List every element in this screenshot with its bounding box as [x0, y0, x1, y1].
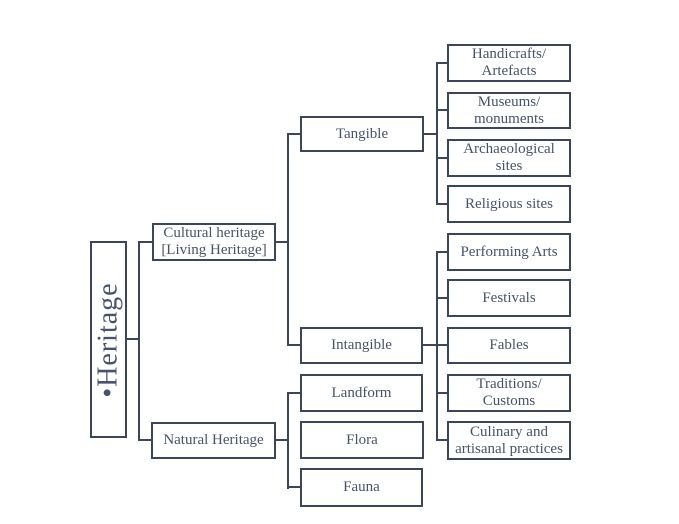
- node-handicrafts-artefacts: Handicrafts/ Artefacts: [447, 44, 571, 82]
- connector-line: [289, 392, 300, 394]
- connector-line: [289, 486, 300, 488]
- connector-line: [436, 251, 438, 441]
- connector-line: [438, 392, 447, 394]
- connector-line: [438, 109, 447, 111]
- connector-line: [438, 251, 447, 253]
- node-natural-heritage: Natural Heritage: [151, 422, 276, 459]
- connector-line: [438, 62, 447, 64]
- node-intangible: Intangible: [300, 327, 423, 364]
- connector-line: [289, 133, 300, 135]
- connector-line: [438, 344, 447, 346]
- connector-line: [140, 439, 151, 441]
- node-heritage-label: •Heritage: [92, 281, 124, 398]
- connector-line: [436, 62, 438, 205]
- node-heritage: •Heritage: [90, 241, 127, 438]
- connector-line: [289, 344, 300, 346]
- connector-line: [140, 241, 152, 243]
- node-landform: Landform: [300, 374, 423, 412]
- connector-line: [438, 203, 447, 205]
- connector-line: [138, 241, 140, 441]
- node-cultural-heritage: Cultural heritage [Living Heritage]: [152, 223, 276, 261]
- node-culinary-artisanal-practices: Culinary and artisanal practices: [447, 421, 571, 460]
- node-traditions-customs: Traditions/ Customs: [447, 374, 571, 412]
- connector-line: [423, 344, 436, 346]
- connector-line: [276, 439, 287, 441]
- connector-line: [276, 241, 287, 243]
- connector-line: [287, 133, 289, 346]
- connector-line: [438, 439, 447, 441]
- connector-line: [287, 392, 289, 489]
- node-tangible: Tangible: [300, 116, 424, 152]
- connector-line: [438, 297, 447, 299]
- connector-line: [424, 133, 436, 135]
- node-flora: Flora: [300, 421, 424, 459]
- connector-line: [127, 338, 139, 340]
- node-fables: Fables: [447, 327, 571, 364]
- node-fauna: Fauna: [300, 468, 423, 507]
- node-museums-monuments: Museums/ monuments: [447, 92, 571, 129]
- node-religious-sites: Religious sites: [447, 185, 571, 223]
- node-performing-arts: Performing Arts: [447, 233, 571, 271]
- node-festivals: Festivals: [447, 279, 571, 317]
- connector-line: [438, 157, 447, 159]
- node-archaeological-sites: Archaeological sites: [447, 139, 571, 177]
